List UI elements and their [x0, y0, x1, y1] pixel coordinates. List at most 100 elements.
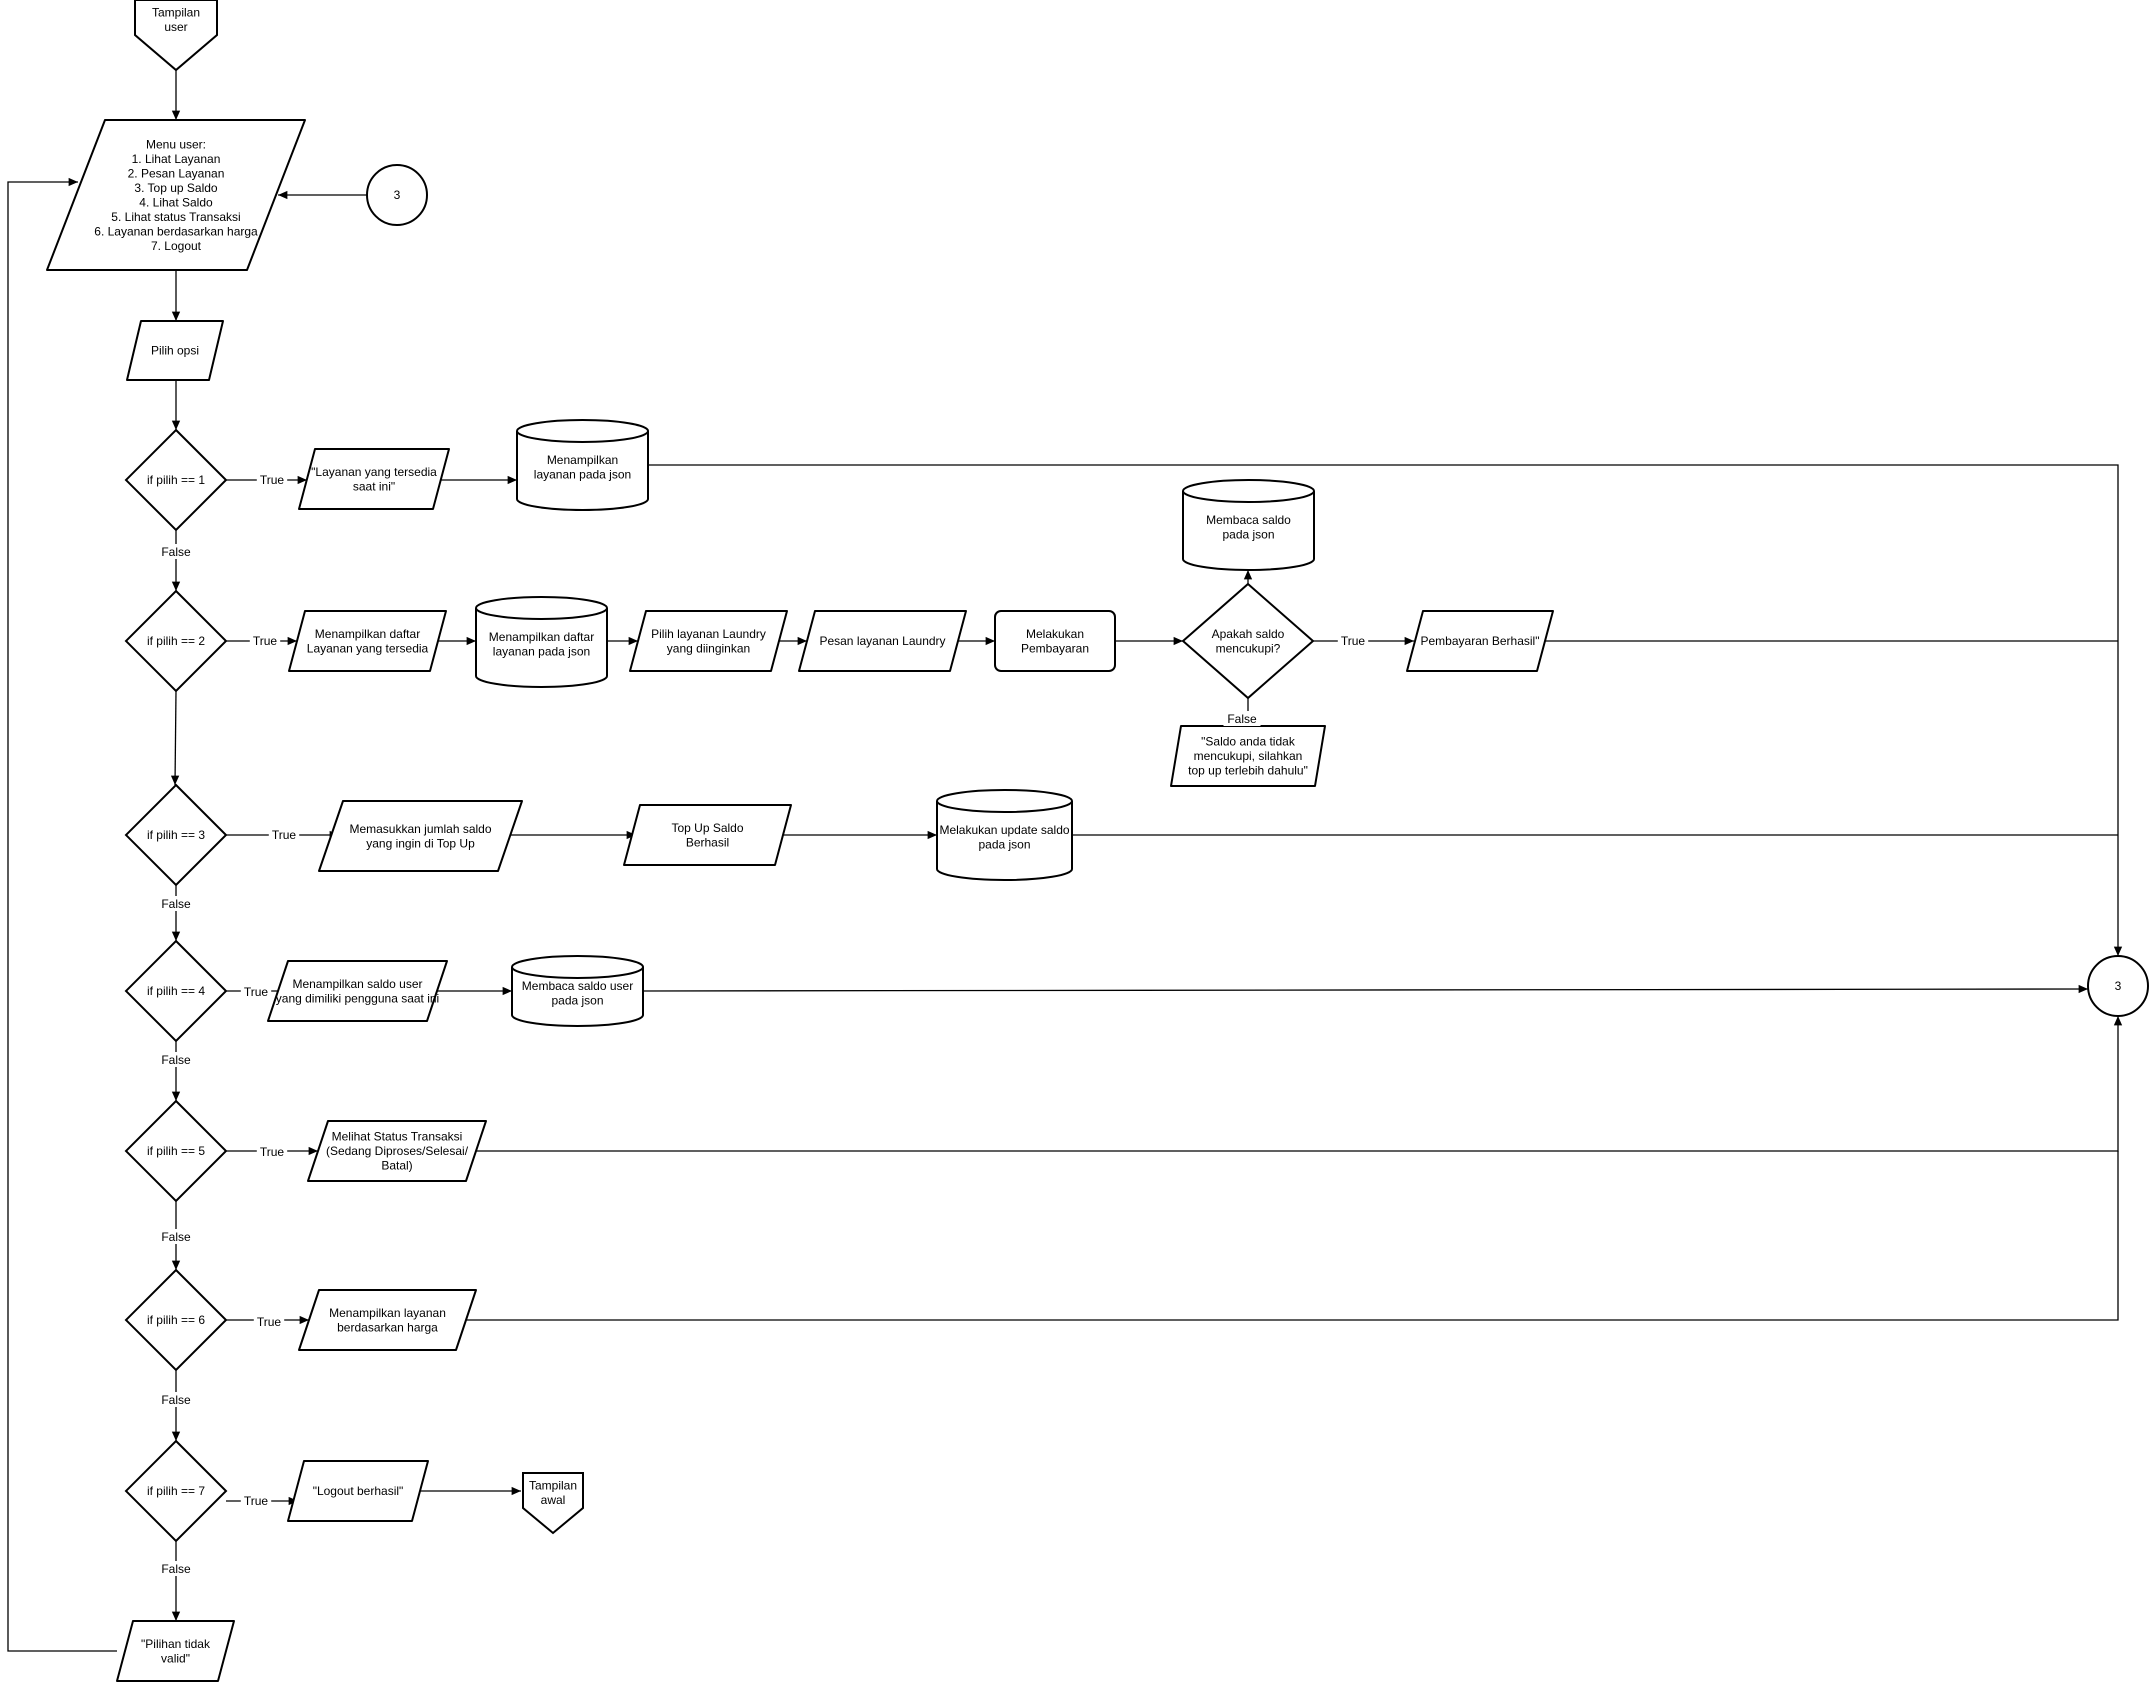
- decision-pilih-4: if pilih == 4: [124, 939, 228, 1043]
- decision-pilih-1-shape: [124, 428, 228, 532]
- decision-pilih-1: if pilih == 1: [124, 428, 228, 532]
- edge-label-true-7-bg: [240, 1493, 272, 1508]
- decision-pilih-2: if pilih == 2: [124, 589, 228, 693]
- edge-label-true-5: True: [260, 1145, 285, 1159]
- edge-label-false-7: False: [161, 1562, 191, 1576]
- decision-pilih-4-label: if pilih == 4: [147, 984, 205, 998]
- row1-db-rim: [516, 430, 649, 443]
- decision-pilih-6: if pilih == 6: [124, 1268, 228, 1372]
- row5-status-output-shape: [307, 1120, 487, 1182]
- row2-decision-saldo-shape: [1181, 582, 1315, 700]
- start-terminal-shape: [134, 0, 218, 72]
- row2-pembayaran-berhasil: Pembayaran Berhasil": [1406, 610, 1554, 672]
- decision-pilih-6-shape: [124, 1268, 228, 1372]
- decision-pilih-7-label: if pilih == 7: [147, 1484, 205, 1498]
- decision-pilih-7: if pilih == 7: [124, 1439, 228, 1543]
- edge-label-true-5-bg: [256, 1144, 288, 1159]
- decision-pilih-3-shape: [124, 783, 228, 887]
- decision-pilih-3-label: if pilih == 3: [147, 828, 205, 842]
- row3-input-saldo-shape: [318, 800, 523, 872]
- menu-user-output-shape: [46, 119, 306, 271]
- edge-label-true-2: True: [253, 634, 278, 648]
- invalid-output-shape: [116, 1620, 235, 1682]
- row5-status-output: Melihat Status Transaksi(Sedang Diproses…: [307, 1120, 487, 1182]
- edge-r4-db-connector: [642, 984, 2089, 994]
- row2-db-saldo-rim: [1182, 490, 1315, 503]
- edge-invalid-loop: [7, 177, 117, 1652]
- edge-label-false-5: False: [161, 1230, 191, 1244]
- decision-pilih-6-label: if pilih == 6: [147, 1313, 205, 1327]
- edge-label-true-4-bg: [240, 984, 272, 999]
- row4-saldo-output-shape: [267, 960, 448, 1022]
- edge-label-true-3: True: [272, 828, 297, 842]
- decision-pilih-5-shape: [124, 1099, 228, 1203]
- decision-pilih-2-label: if pilih == 2: [147, 634, 205, 648]
- row2-pesan-layanan: Pesan layanan Laundry: [798, 610, 967, 672]
- edge-label-true-4: True: [244, 985, 269, 999]
- edge-label-true-6-bg: [253, 1314, 285, 1329]
- edge-label-false-3-bg: [157, 896, 195, 911]
- pilih-opsi-input: Pilih opsi: [126, 320, 224, 381]
- edge-label-true-1: True: [260, 473, 285, 487]
- connector-3-right-shape: [2087, 955, 2149, 1017]
- edge-label-false-5-bg: [157, 1229, 195, 1244]
- decision-pilih-3: if pilih == 3: [124, 783, 228, 887]
- row2-saldo-tidak-cukup-shape: [1170, 725, 1326, 787]
- connector-3-right: 3: [2087, 955, 2149, 1017]
- row7-logout-output: "Logout berhasil": [287, 1460, 429, 1522]
- edge-d2-d3: [170, 690, 180, 786]
- edge-r1-db-connector: [648, 464, 2123, 956]
- edge-label-true-saldo-bg: [1337, 633, 1369, 648]
- row5-status-output-label: Melihat Status Transaksi(Sedang Diproses…: [326, 1130, 469, 1173]
- edge-label-false-saldo-bg: [1223, 711, 1261, 726]
- row2-db-saldo-body: [1182, 479, 1315, 571]
- edge-label-true-2-bg: [249, 633, 281, 648]
- row2-db-rim: [475, 607, 608, 620]
- decision-pilih-1-label: if pilih == 1: [147, 473, 205, 487]
- row7-logout-output-shape: [287, 1460, 429, 1522]
- connector-3-right-label: 3: [2115, 979, 2122, 993]
- row2-pembayaran-berhasil-label: Pembayaran Berhasil": [1421, 634, 1540, 648]
- edge-label-false-7-bg: [157, 1561, 195, 1576]
- connector-3-top: 3: [366, 164, 428, 226]
- row7-logout-output-label: "Logout berhasil": [313, 1484, 404, 1498]
- edge-label-true-7: True: [244, 1494, 269, 1508]
- decision-pilih-2-shape: [124, 589, 228, 693]
- row3-db-update-body: [936, 789, 1073, 881]
- pilih-opsi-input-shape: [126, 320, 224, 381]
- row2-pesan-layanan-label: Pesan layanan Laundry: [819, 634, 945, 648]
- row2-pilih-layanan-shape: [629, 610, 788, 672]
- row2-pesan-layanan-shape: [798, 610, 967, 672]
- pilih-opsi-input-label: Pilih opsi: [151, 344, 199, 358]
- row1-output-shape: [298, 448, 450, 510]
- row3-topup-berhasil-shape: [623, 804, 792, 866]
